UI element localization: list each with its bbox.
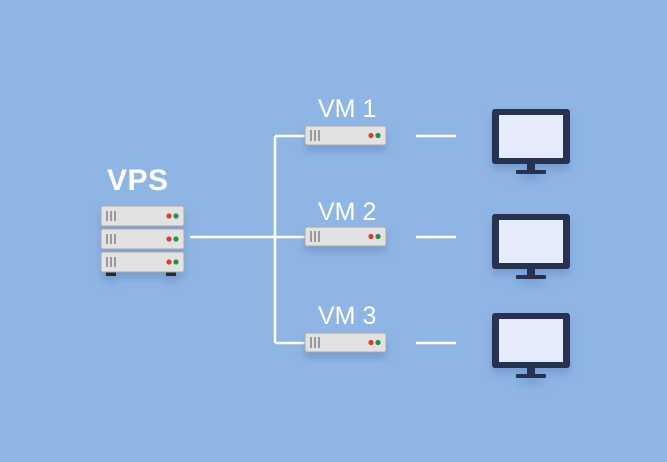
vm1-monitor-icon — [492, 109, 570, 174]
vm2-label: VM 2 — [318, 198, 377, 226]
vm1-server-icon — [304, 125, 387, 146]
vps-label: VPS — [107, 164, 169, 197]
vm2-server-icon — [304, 226, 387, 247]
vm1-label: VM 1 — [318, 95, 377, 123]
vps-server-unit — [100, 228, 185, 250]
vps-server-unit — [100, 251, 185, 273]
vm3-monitor-icon — [492, 313, 570, 378]
connector-lines — [190, 134, 456, 345]
vps-server-unit — [100, 205, 185, 227]
vm3-label: VM 3 — [318, 302, 377, 330]
vm2-monitor-icon — [492, 214, 570, 279]
vm3-server-icon — [304, 332, 387, 353]
vps-server-icon — [100, 205, 185, 276]
